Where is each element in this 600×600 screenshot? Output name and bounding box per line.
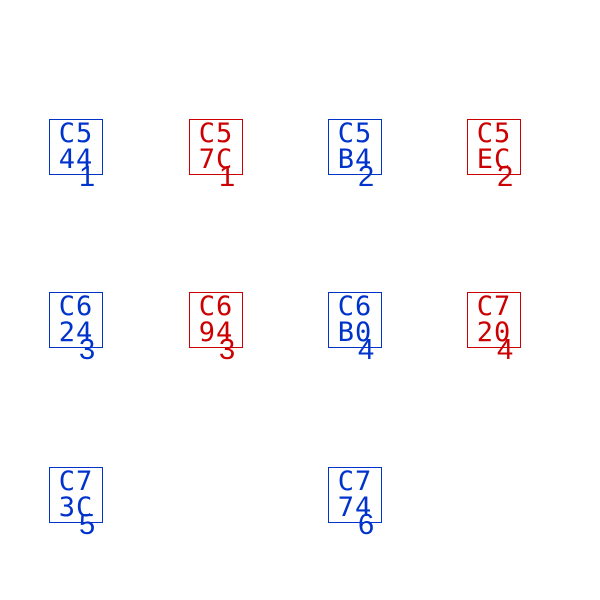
glyph-3: C5 B4 2: [328, 118, 384, 192]
glyph-box: [328, 292, 382, 348]
glyph-code-bottom: 7C: [198, 144, 234, 175]
glyph-number: 4: [358, 334, 375, 366]
glyph-code-bottom: 74: [337, 492, 373, 523]
glyph-box: [189, 292, 243, 348]
glyph-number: 2: [497, 161, 514, 193]
glyph-number: 6: [358, 509, 375, 541]
glyph-code-bottom: 20: [476, 317, 512, 348]
glyph-code-bottom: B0: [337, 317, 373, 348]
glyph-code-bottom: 44: [58, 144, 94, 175]
glyph-code-top: C5: [58, 118, 94, 149]
glyph-6: C6 94 3: [189, 291, 245, 365]
glyph-box: [49, 119, 103, 175]
glyph-code-top: C7: [58, 466, 94, 497]
glyph-box: [328, 119, 382, 175]
glyph-number: 4: [497, 334, 514, 366]
glyph-code-bottom: B4: [337, 144, 373, 175]
glyph-2: C5 7C 1: [189, 118, 245, 192]
glyph-8: C7 20 4: [467, 291, 523, 365]
glyph-number: 3: [79, 334, 96, 366]
glyph-code-top: C5: [476, 118, 512, 149]
glyph-box: [49, 467, 103, 523]
glyph-box: [49, 292, 103, 348]
glyph-4: C5 EC 2: [467, 118, 523, 192]
glyph-5: C6 24 3: [49, 291, 105, 365]
glyph-number: 1: [219, 161, 236, 193]
glyph-code-top: C6: [337, 291, 373, 322]
glyph-9: C7 3C 5: [49, 466, 105, 540]
glyph-box: [189, 119, 243, 175]
glyph-box: [467, 292, 521, 348]
glyph-10: C7 74 6: [328, 466, 384, 540]
glyph-1: C5 44 1: [49, 118, 105, 192]
glyph-number: 3: [219, 334, 236, 366]
glyph-code-bottom: 3C: [58, 492, 94, 523]
glyph-code-top: C5: [198, 118, 234, 149]
glyph-code-bottom: EC: [476, 144, 512, 175]
glyph-box: [328, 467, 382, 523]
glyph-number: 1: [79, 161, 96, 193]
glyph-code-top: C5: [337, 118, 373, 149]
glyph-code-bottom: 94: [198, 317, 234, 348]
glyph-code-top: C7: [476, 291, 512, 322]
glyph-number: 5: [79, 509, 96, 541]
glyph-code-top: C6: [198, 291, 234, 322]
glyph-code-top: C7: [337, 466, 373, 497]
glyph-number: 2: [358, 161, 375, 193]
glyph-code-bottom: 24: [58, 317, 94, 348]
glyph-box: [467, 119, 521, 175]
glyph-7: C6 B0 4: [328, 291, 384, 365]
glyph-code-top: C6: [58, 291, 94, 322]
